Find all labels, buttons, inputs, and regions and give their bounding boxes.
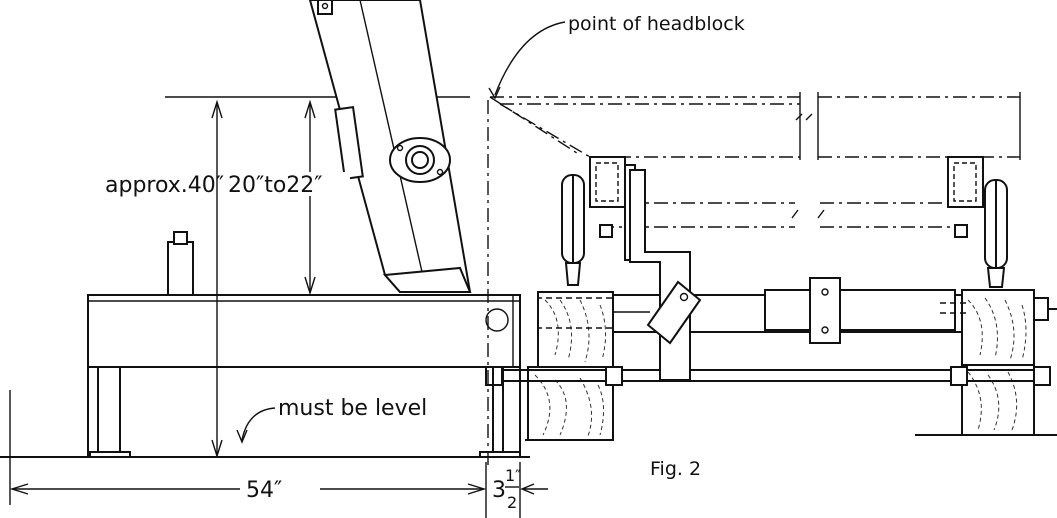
height-range-label: 20″to22″ [228,173,323,198]
offset-denominator-label: 2 [507,493,517,512]
leader-lines [236,21,566,444]
dimension-lines [9,99,548,518]
offset-numerator-label: 1″ [505,466,521,485]
tilted-mast [308,0,472,293]
base-beam [87,231,521,458]
length-dimension-label: 54″ [246,478,282,503]
carriage-wheel-right [947,156,1008,288]
level-note-label: must be level [278,396,427,421]
approx-height-label: approx.40″ [105,173,224,198]
angled-bracket [629,169,702,381]
hydraulic-cylinder [764,277,970,344]
offset-whole-label: 3 [492,478,506,503]
headblock-label: point of headblock [568,13,745,35]
figure-caption: Fig. 2 [650,458,701,480]
track-block-left [527,291,614,441]
track-block-right [961,289,1035,436]
carriage-wheel-left [561,156,636,286]
